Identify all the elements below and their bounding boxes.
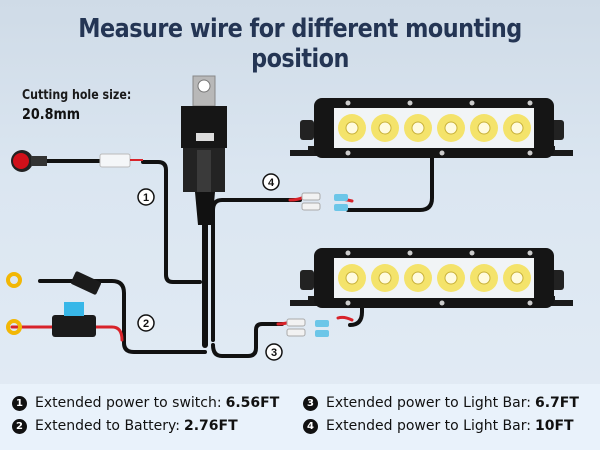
screw: [345, 100, 351, 106]
marker-1: 1: [137, 188, 155, 206]
ring-terminal-negative: [6, 319, 22, 335]
end-cap-left: [300, 270, 314, 290]
cutting-hole-value: 20.8mm: [22, 105, 81, 123]
screw: [527, 250, 533, 256]
red-lead-bar-lower: [336, 315, 354, 322]
legend-text-1: Extended power to switch:: [35, 395, 222, 411]
marker-1-label: 1: [143, 192, 149, 204]
screw: [469, 250, 475, 256]
legend-number-2: 2: [12, 418, 27, 434]
marker-2-label: 2: [143, 318, 149, 330]
led-chip: [477, 271, 491, 285]
marker-2: 2: [137, 314, 155, 332]
led-chip: [444, 121, 458, 135]
screw: [527, 100, 533, 106]
marker-4-label: 4: [268, 177, 275, 189]
legend-number-3: 3: [303, 395, 318, 411]
mount-foot-left: [290, 146, 318, 156]
page-title: Measure wire for different mounting posi…: [78, 14, 522, 74]
led-chip: [411, 271, 425, 285]
legend-text-3: Extended power to Light Bar:: [326, 395, 531, 411]
marker-4: 4: [262, 173, 280, 191]
led-chip: [345, 121, 359, 135]
screw: [469, 100, 475, 106]
legend-value-3: 6.7FT: [534, 395, 579, 411]
screw: [345, 250, 351, 256]
legend-value-4: 10FT: [534, 418, 574, 434]
legend-item-4: 4 Extended power to Light Bar: 10FT: [303, 418, 574, 434]
screw: [439, 150, 445, 156]
led-chip: [444, 271, 458, 285]
led-chip: [378, 271, 392, 285]
legend-value-2: 2.76FT: [183, 418, 238, 434]
legend-panel: 1 Extended power to switch: 6.56FT 2 Ext…: [0, 384, 600, 450]
led-chip: [411, 121, 425, 135]
legend-value-1: 6.56FT: [225, 395, 280, 411]
screw: [407, 100, 413, 106]
screw: [439, 300, 445, 306]
mount-foot-left: [290, 296, 318, 306]
screw: [527, 150, 533, 156]
light-bar-upper: [290, 98, 573, 158]
wire-switch: [141, 160, 202, 284]
wire-lightbar-lower: [211, 322, 284, 358]
legend-item-2: 2 Extended to Battery: 2.76FT: [12, 418, 238, 434]
marker-3: 3: [265, 343, 283, 361]
ring-terminal-positive: [6, 272, 22, 288]
led-chip: [510, 271, 524, 285]
screw: [345, 150, 351, 156]
legend-text-2: Extended to Battery:: [35, 418, 180, 434]
cutting-hole-label: Cutting hole size:: [22, 88, 132, 103]
legend-number-4: 4: [303, 418, 318, 434]
led-chip: [378, 121, 392, 135]
wire-lower-bar-out: [348, 296, 364, 327]
legend-item-3: 3 Extended power to Light Bar: 6.7FT: [303, 395, 579, 411]
led-chip: [345, 271, 359, 285]
legend-number-1: 1: [12, 395, 27, 411]
end-cap-left: [300, 120, 314, 140]
led-chip: [510, 121, 524, 135]
screw: [407, 250, 413, 256]
marker-3-label: 3: [271, 347, 277, 359]
wiring-harness-diagram: 1 2 3 4: [6, 75, 573, 361]
fuse-holder: [52, 271, 101, 337]
wire-upper-bar-out: [346, 153, 434, 212]
rocker-switch: [11, 150, 143, 172]
screw: [527, 300, 533, 306]
wire-lightbar-upper: [211, 198, 302, 342]
light-bar-lower: [290, 248, 573, 308]
legend-text-4: Extended power to Light Bar:: [326, 418, 531, 434]
screw: [345, 300, 351, 306]
bar-lens: [334, 108, 534, 148]
wire-battery: [38, 279, 207, 354]
bar-lens: [334, 258, 534, 298]
connectors-upper: [301, 192, 348, 211]
red-wire-battery: [94, 325, 124, 342]
relay: [181, 75, 227, 225]
connectors-lower: [286, 318, 329, 337]
legend-item-1: 1 Extended power to switch: 6.56FT: [12, 395, 279, 411]
led-chip: [477, 121, 491, 135]
